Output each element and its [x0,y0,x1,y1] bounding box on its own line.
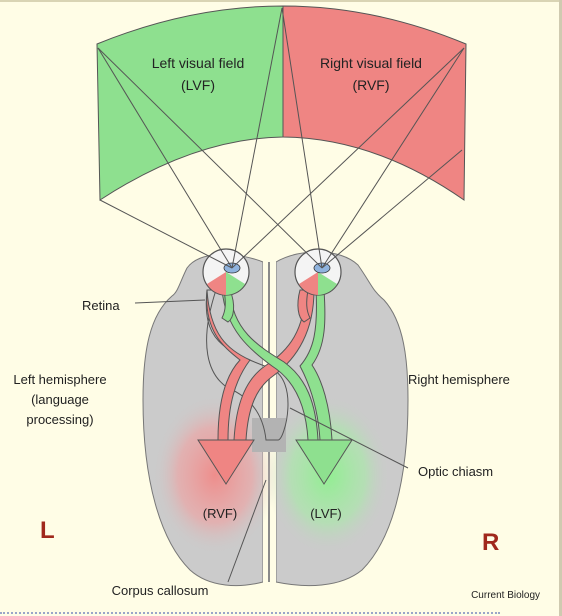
dotted-bottom-border [0,612,500,614]
ray-rvf-lower-to-right-eye [321,149,463,269]
right-arrow-label: (LVF) [310,506,342,521]
ray-center-to-left-eye [231,7,283,269]
right-side-letter: R [482,529,499,556]
corpus-callosum-leader [227,479,267,583]
left-retina-green-half [226,272,245,295]
visual-rays [97,7,465,269]
brain [142,251,409,587]
green-fiber-left-eye-upper [221,289,235,323]
ray-rvf-outer-to-left-eye [231,47,465,269]
right-border [559,0,562,616]
visual-field-arc: Left visual field (LVF) Right visual fie… [96,5,467,201]
right-retina-green-half [318,272,337,295]
left-arrow-label: (RVF) [203,506,237,521]
lvf-abbrev: (LVF) [181,77,215,93]
leader-lines [134,299,409,583]
rvf-title: Right visual field [320,55,422,71]
retina-label: Retina [82,298,120,313]
rvf-abbrev: (RVF) [352,77,389,93]
left-visual-field-region [96,5,284,201]
green-arrow-head-right [295,439,353,485]
red-arrow-head-left [197,439,255,485]
right-visual-field-region [282,5,467,201]
left-side-letter: L [40,517,55,544]
ray-lvf-outer-to-right-eye [97,47,323,269]
right-eye [294,248,342,296]
optic-chiasm-leader [289,407,409,469]
left-hemisphere-label: Left hemisphere [13,372,106,387]
corpus-callosum-label: Corpus callosum [112,583,209,598]
right-hemisphere-label: Right hemisphere [408,372,510,387]
ray-center-to-right-eye [281,7,323,269]
top-border [0,0,562,2]
optic-chiasm-label: Optic chiasm [418,464,493,479]
right-retina-red-half [299,272,318,295]
left-hemisphere-sub2: processing) [26,412,93,427]
ray-rvf-outer-to-right-eye [321,47,465,269]
ray-lvf-outer-to-left-eye [97,47,233,269]
lvf-title: Left visual field [152,55,245,71]
lvf-fibers [221,289,353,485]
corpus-callosum-block [252,418,286,452]
retina-leader [134,299,206,304]
left-retina-red-half [207,272,226,295]
credit-text: Current Biology [471,590,540,601]
left-eye [202,248,250,296]
ray-lvf-lower-to-left-eye [99,199,233,269]
red-fiber-right-eye-upper [297,289,311,323]
left-hemisphere-sub1: (language [31,392,89,407]
